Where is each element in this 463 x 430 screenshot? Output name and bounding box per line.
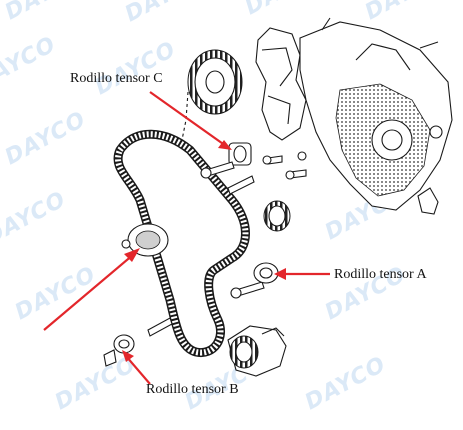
engine-timing-cover	[255, 17, 453, 215]
watermark-logo: DAYCO	[0, 187, 70, 250]
arrow-tensor-head	[124, 248, 140, 262]
arrow-roller-b	[125, 355, 151, 385]
watermark-logo: DAYCO	[0, 32, 60, 95]
camshaft-sprocket	[179, 49, 243, 151]
watermark-logo: DAYCO	[1, 0, 90, 25]
callout-arrows	[43, 91, 330, 385]
roller-tensor-a-part	[253, 262, 279, 284]
arrow-roller-a-head	[274, 268, 286, 280]
tensor-pulley-part	[121, 223, 169, 257]
arrow-roller-c-head	[218, 140, 232, 150]
label-roller-c: Rodillo tensor C	[70, 71, 163, 86]
label-roller-b: Rodillo tensor B	[146, 382, 239, 397]
arrow-tensor	[43, 253, 135, 331]
watermark-logo: DAYCO	[51, 352, 140, 415]
roller-tensor-c-part	[228, 142, 252, 166]
labels: Rodillo tensor C Rodillo tensor A Rodill…	[70, 71, 427, 397]
arrow-roller-b-head	[122, 350, 134, 362]
watermark-logo: DAYCO	[91, 37, 180, 100]
watermark-logo: DAYCO	[361, 0, 450, 25]
watermark-logo: DAYCO	[1, 107, 90, 170]
label-roller-a: Rodillo tensor A	[334, 267, 427, 282]
roller-tensor-b-part	[103, 334, 135, 367]
bolts	[147, 151, 307, 337]
watermark-logo: DAYCO	[241, 0, 330, 20]
water-pump-part	[227, 325, 287, 377]
idler-gear	[263, 200, 291, 232]
arrow-roller-c	[149, 91, 227, 147]
watermark-logo: DAYCO	[121, 0, 210, 27]
watermark-logo: DAYCO	[301, 352, 390, 415]
